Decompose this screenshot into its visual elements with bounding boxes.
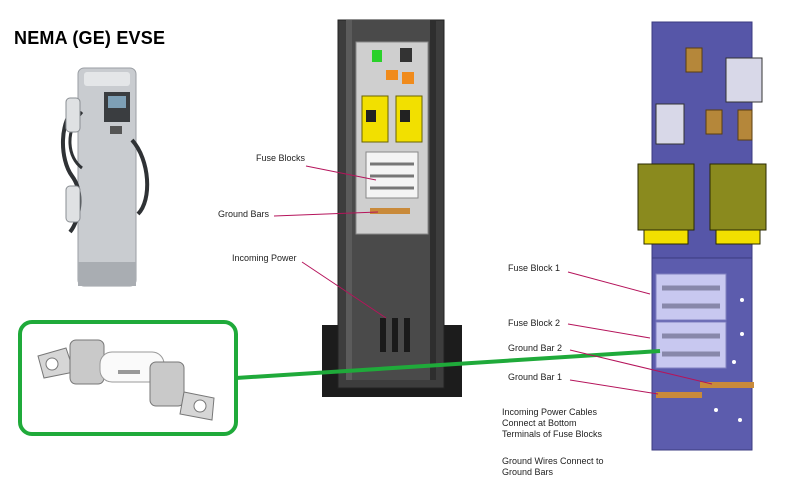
note-line: Ground Bars <box>502 467 554 477</box>
note-line: Ground Wires Connect to <box>502 456 604 466</box>
page-title: NEMA (GE) EVSE <box>14 28 166 48</box>
note-line: Terminals of Fuse Blocks <box>502 429 603 439</box>
label-fuse-block-2: Fuse Block 2 <box>508 318 561 328</box>
label-ground-bars: Ground Bars <box>218 209 270 219</box>
label-ground-bar-2: Ground Bar 2 <box>508 343 563 353</box>
note-line: Connect at Bottom <box>502 418 577 428</box>
callout-lines <box>273 165 713 395</box>
note-ground-wires: Ground Wires Connect to Ground Bars <box>502 456 604 478</box>
highlight-connector-line <box>235 349 661 380</box>
note-incoming-power: Incoming Power Cables Connect at Bottom … <box>502 407 602 440</box>
evse-charger-image <box>61 67 150 287</box>
label-fuse-blocks: Fuse Blocks <box>256 153 306 163</box>
label-incoming-power: Incoming Power <box>232 253 297 263</box>
label-fuse-block-1: Fuse Block 1 <box>508 263 561 273</box>
note-line: Incoming Power Cables <box>502 407 598 417</box>
label-ground-bar-1: Ground Bar 1 <box>508 372 563 382</box>
panel-diagram <box>637 21 767 451</box>
pedestal-image <box>322 19 462 397</box>
fuse-closeup-image <box>37 339 215 421</box>
